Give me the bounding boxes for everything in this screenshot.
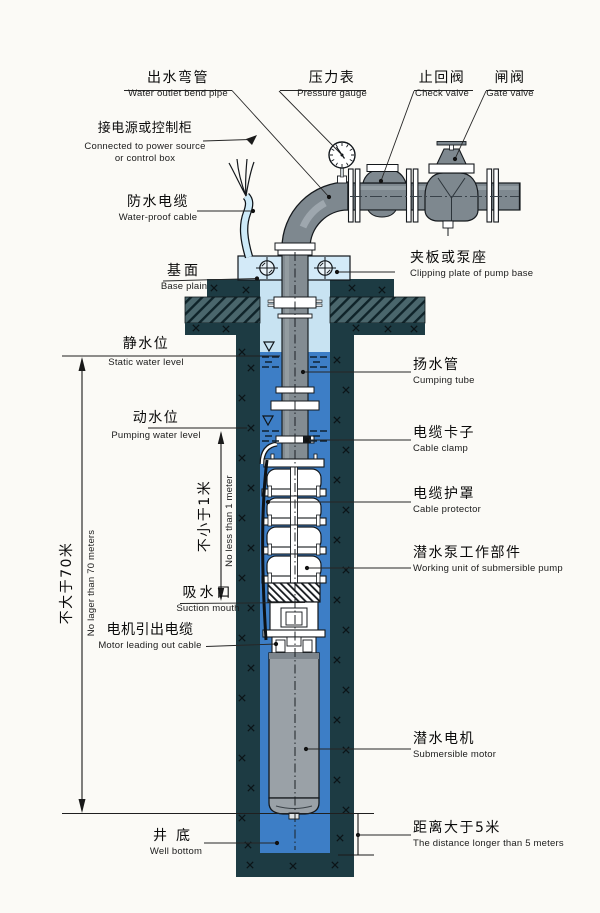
dimension-1m <box>217 431 225 601</box>
gate-valve-body <box>424 141 479 236</box>
power-leader-arrow-icon <box>246 135 257 145</box>
dimension-5m-bracket <box>338 813 374 856</box>
pumping-level-triangle-icon <box>261 415 275 427</box>
pump-cable-conduit <box>261 459 269 641</box>
waterproof-cable-graphic <box>228 158 255 259</box>
suction-strainer <box>267 582 321 603</box>
static-level-triangle-icon <box>262 341 276 353</box>
check-valve-body <box>362 164 407 218</box>
gate-valve-handle-icon <box>436 141 467 146</box>
reference-lines <box>62 355 374 815</box>
leader-lines <box>124 90 534 844</box>
discharge-elbow <box>281 181 349 249</box>
cable-wires-icon <box>228 158 255 197</box>
water-level-markers <box>261 341 328 442</box>
dimension-70m <box>78 357 86 813</box>
submersible-pump-unit <box>259 441 327 656</box>
submersible-motor-body <box>268 652 320 820</box>
leader-dots <box>250 156 458 846</box>
